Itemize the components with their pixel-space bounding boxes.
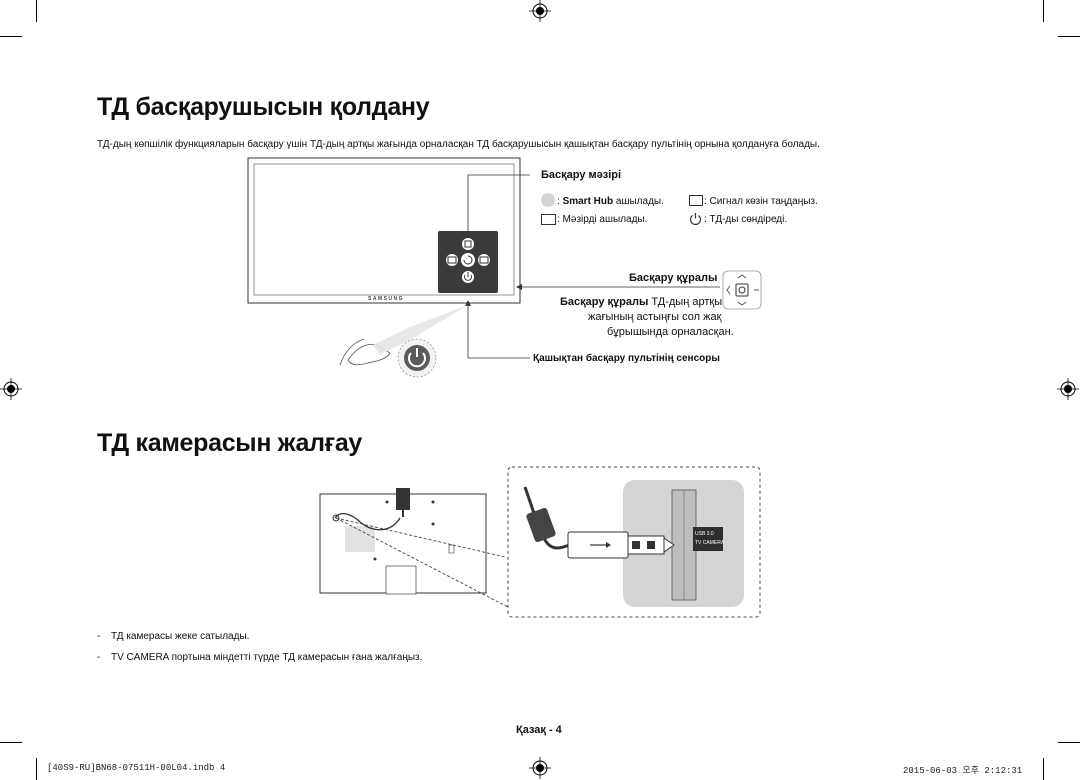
section-intro: ТД-дың көпшілік функцияларын басқару үші… (97, 139, 820, 150)
menu-desc: : Мәзірді ашылады. (557, 214, 648, 225)
control-menu-heading: Басқару мәзірі (541, 169, 622, 181)
crop-mark (1043, 758, 1044, 780)
power-icon (689, 213, 702, 225)
page-number: Қазақ - 4 (516, 724, 562, 736)
crop-mark (1043, 0, 1044, 22)
power-desc: : ТД-ды сөндіреді. (704, 214, 788, 225)
controller-desc-rest: ТД-дың артқы (651, 296, 723, 308)
note-dash: - (97, 652, 101, 663)
port-label-camera: TV CAMERA (695, 540, 725, 546)
section-title-camera: ТД камерасын жалғау (97, 429, 363, 457)
note-item: -ТД камерасы жеке сатылады. (97, 631, 249, 642)
footer-timestamp: 2015-06-03 오후 2:12:31 (903, 766, 1023, 776)
registration-mark-icon (1057, 378, 1079, 400)
control-panel (446, 238, 490, 283)
source-icon (689, 195, 703, 206)
registration-mark-icon (529, 757, 551, 779)
footer-file-info: [40S9-RU]BN68-07511H-00L04.indb 4 (47, 763, 226, 773)
crop-mark (36, 0, 37, 22)
controller-desc-line3: бұрышында орналасқан. (607, 326, 734, 338)
controller-desc-line2: жағының астыңғы сол жақ (588, 311, 722, 323)
section-title-controller: ТД басқарушысын қолдану (97, 93, 430, 121)
menu-icon (541, 214, 556, 225)
controller-heading: Басқару құралы (629, 272, 718, 284)
registration-mark-icon (0, 378, 22, 400)
crop-mark (36, 758, 37, 780)
camera-connection-diagram (319, 466, 761, 618)
registration-mark-icon (529, 0, 551, 22)
note-item: -TV CAMERA портына міндетті түрде ТД кам… (97, 652, 422, 663)
joystick-icon (722, 270, 762, 310)
smart-hub-desc: : Smart Hub ашылады. (557, 196, 664, 207)
note-dash: - (97, 631, 101, 642)
controller-desc-bold: Басқару құралы (560, 296, 649, 308)
tv-brand-logo: SAMSUNG (368, 296, 405, 302)
crop-mark (1058, 36, 1080, 37)
note-text: TV CAMERA портына міндетті түрде ТД каме… (111, 652, 423, 663)
controller-desc-line1: Басқару құралы ТД-дың артқы (560, 296, 722, 308)
source-desc: : Сигнал көзін таңдаңыз. (704, 196, 818, 207)
port-label-usb: USB 3.0 (695, 531, 714, 537)
controller-pointer (516, 284, 720, 290)
smart-hub-action: ашылады. (615, 196, 664, 207)
crop-mark (0, 36, 22, 37)
smart-hub-label: Smart Hub (562, 196, 614, 207)
note-text: ТД камерасы жеке сатылады. (111, 631, 250, 642)
smart-hub-icon (541, 193, 555, 207)
sensor-label: Қашықтан басқару пультінің сенсоры (533, 353, 720, 364)
crop-mark (1058, 742, 1080, 743)
crop-mark (0, 742, 22, 743)
